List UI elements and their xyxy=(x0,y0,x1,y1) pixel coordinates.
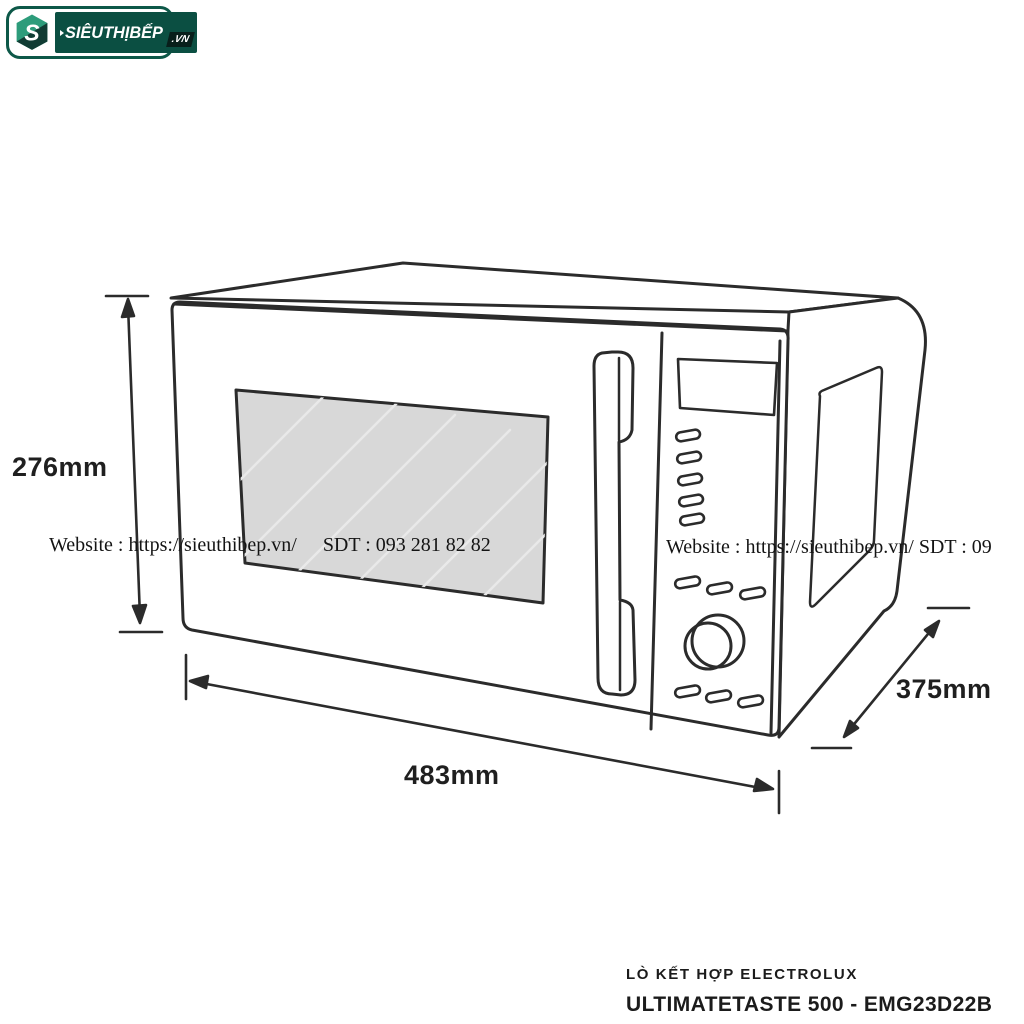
width-dimension xyxy=(184,653,781,815)
brand-name: SIÊUTHỊBẾP xyxy=(65,22,163,42)
product-caption: LÒ KẾT HỢP ELECTROLUX ULTIMATETASTE 500 … xyxy=(626,966,992,1017)
button-row-upper xyxy=(673,575,767,601)
control-panel xyxy=(673,339,782,735)
depth-dimension-label: 375mm xyxy=(896,674,992,704)
width-dimension-label: 483mm xyxy=(404,760,500,790)
side-face xyxy=(777,296,927,739)
svg-text:S: S xyxy=(24,19,40,45)
watermark-website: Website : https://sieuthibep.vn/ xyxy=(49,534,297,556)
height-dimension-label: 276mm xyxy=(12,452,108,482)
top-face xyxy=(169,261,900,314)
top-edge-crease xyxy=(172,302,789,333)
door-window xyxy=(234,388,550,605)
watermark-left: Website : https://sieuthibep.vn/ SDT : 0… xyxy=(49,534,491,557)
brand-domain-badge: .VN xyxy=(166,32,195,47)
button-row-lower xyxy=(673,684,765,709)
panel-right-edge xyxy=(769,339,782,735)
watermark-phone: SDT : 093 281 82 82 xyxy=(322,534,491,556)
rotary-knob xyxy=(683,613,746,671)
side-vent-panel xyxy=(808,365,884,608)
door-panel-divider xyxy=(649,331,664,731)
hexagon-s-icon: S xyxy=(16,14,48,50)
height-dimension xyxy=(104,294,164,634)
logo-spark-icon xyxy=(60,29,64,36)
brand-logo-panel: SIÊUTHỊBẾP .VN xyxy=(55,12,197,53)
dimension-lines xyxy=(104,294,971,815)
door-handle xyxy=(592,350,637,697)
brand-logo: S SIÊUTHỊBẾP .VN xyxy=(6,6,197,59)
button-column xyxy=(674,428,706,527)
display xyxy=(676,357,779,417)
product-model: ULTIMATETASTE 500 - EMG23D22B xyxy=(626,993,993,1016)
watermark-right: Website : https://sieuthibep.vn/ SDT : 0… xyxy=(666,536,992,558)
depth-dimension xyxy=(810,606,971,750)
product-category: LÒ KẾT HỢP ELECTROLUX xyxy=(626,966,858,983)
